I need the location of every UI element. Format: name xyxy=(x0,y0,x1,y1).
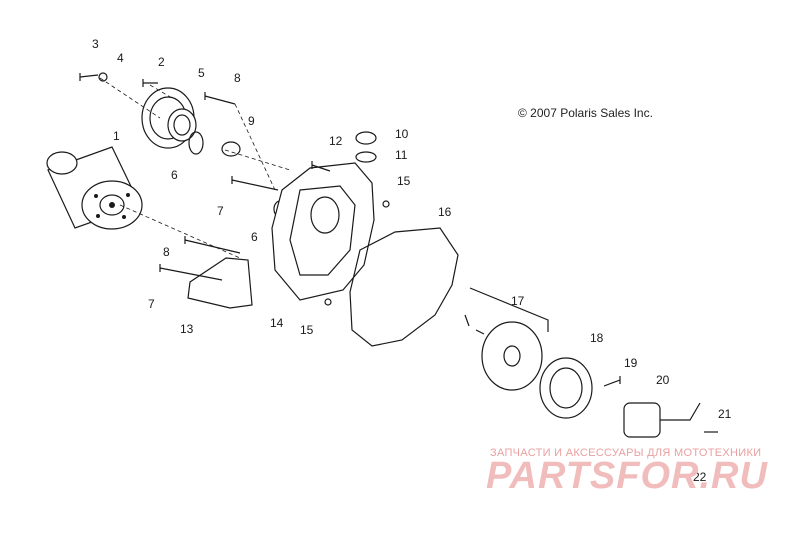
callout-15: 15 xyxy=(397,174,411,188)
watermark-brand: PARTSFOR.RU xyxy=(486,455,768,497)
callout-18: 18 xyxy=(590,331,604,345)
callout-11: 11 xyxy=(395,148,408,162)
copyright-text: © 2007 Polaris Sales Inc. xyxy=(518,106,653,120)
callout-14: 14 xyxy=(270,316,284,330)
plug xyxy=(324,298,332,306)
callout-labels: 1 2 3 4 5 6 7 8 9 10 11 12 13 14 15 16 1… xyxy=(92,37,732,484)
rotor xyxy=(539,357,593,419)
stator xyxy=(623,402,701,438)
callout-12: 12 xyxy=(329,134,343,148)
callout-8b: 8 xyxy=(163,245,170,259)
callout-10: 10 xyxy=(395,127,409,141)
cap xyxy=(355,131,377,145)
bracket xyxy=(159,236,253,309)
plug xyxy=(382,200,390,208)
seal xyxy=(221,141,241,157)
callout-21: 21 xyxy=(718,407,732,421)
callout-6b: 6 xyxy=(251,230,258,244)
gasket xyxy=(349,227,459,347)
callout-6: 6 xyxy=(171,168,178,182)
bolt xyxy=(204,92,236,105)
callout-9: 9 xyxy=(248,114,255,128)
flywheel xyxy=(464,287,549,391)
bolt xyxy=(311,161,331,172)
callout-16: 16 xyxy=(438,205,452,219)
callout-13: 13 xyxy=(180,322,194,336)
callout-22: 22 xyxy=(693,470,707,484)
o-ring xyxy=(188,131,204,155)
callout-15b: 15 xyxy=(300,323,314,337)
bolt xyxy=(603,376,621,387)
callout-4: 4 xyxy=(117,51,124,65)
callout-20: 20 xyxy=(656,373,670,387)
watermark-tagline: ЗАПЧАСТИ И АКСЕССУАРЫ ДЛЯ МОТОТЕХНИКИ xyxy=(490,447,762,459)
callout-5: 5 xyxy=(198,66,205,80)
callout-7b: 7 xyxy=(148,297,155,311)
bolts-top-left xyxy=(79,72,158,87)
callout-1: 1 xyxy=(113,129,120,143)
callout-7: 7 xyxy=(217,204,224,218)
filter-adapter xyxy=(141,87,197,149)
callout-2: 2 xyxy=(158,55,165,69)
bolt xyxy=(231,176,279,191)
oil-filter xyxy=(46,146,143,230)
callout-17: 17 xyxy=(511,294,525,308)
callout-3: 3 xyxy=(92,37,99,51)
crankcase-cover xyxy=(271,162,375,301)
callout-8: 8 xyxy=(234,71,241,85)
callout-19: 19 xyxy=(624,356,638,370)
o-ring xyxy=(355,151,377,163)
